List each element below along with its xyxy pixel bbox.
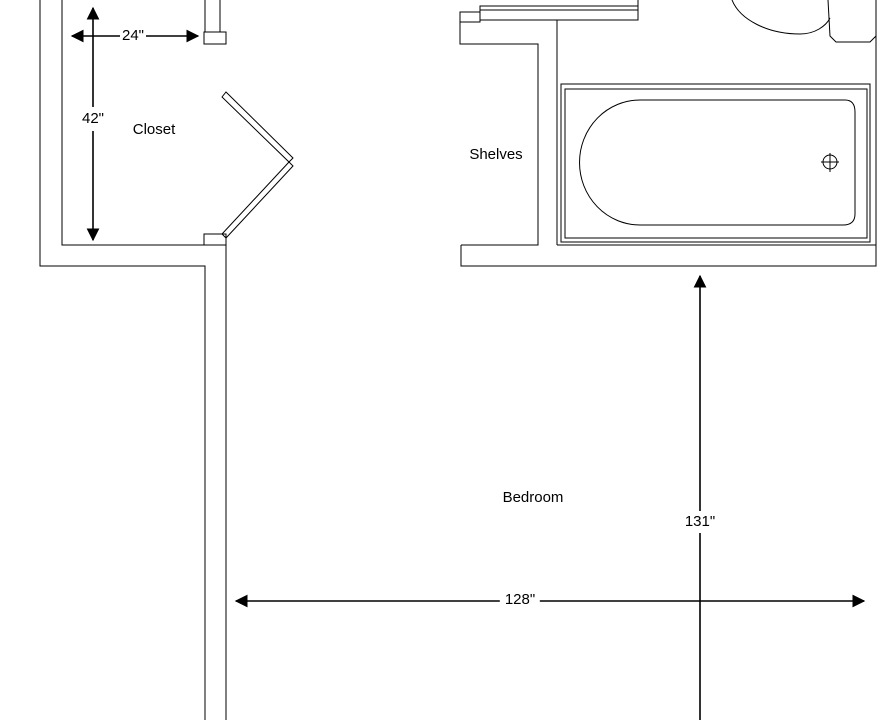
left-wall [39,0,227,720]
closet-bifold-door [221,91,294,239]
closet-label: Closet [132,121,176,138]
shelves-walls [459,0,877,267]
toilet-fixture [731,0,877,43]
drain-icon [821,153,839,172]
closet-width-label: 24" [119,27,147,44]
bedroom-width-label: 128" [499,592,541,608]
closet-depth-label: 42" [79,107,107,131]
bathtub [560,83,871,243]
bedroom-label: Bedroom [502,489,564,506]
closet-walls [61,0,227,246]
bath-door [459,0,639,23]
bedroom-length-label: 131" [682,511,718,533]
shelves-label: Shelves [469,146,523,163]
